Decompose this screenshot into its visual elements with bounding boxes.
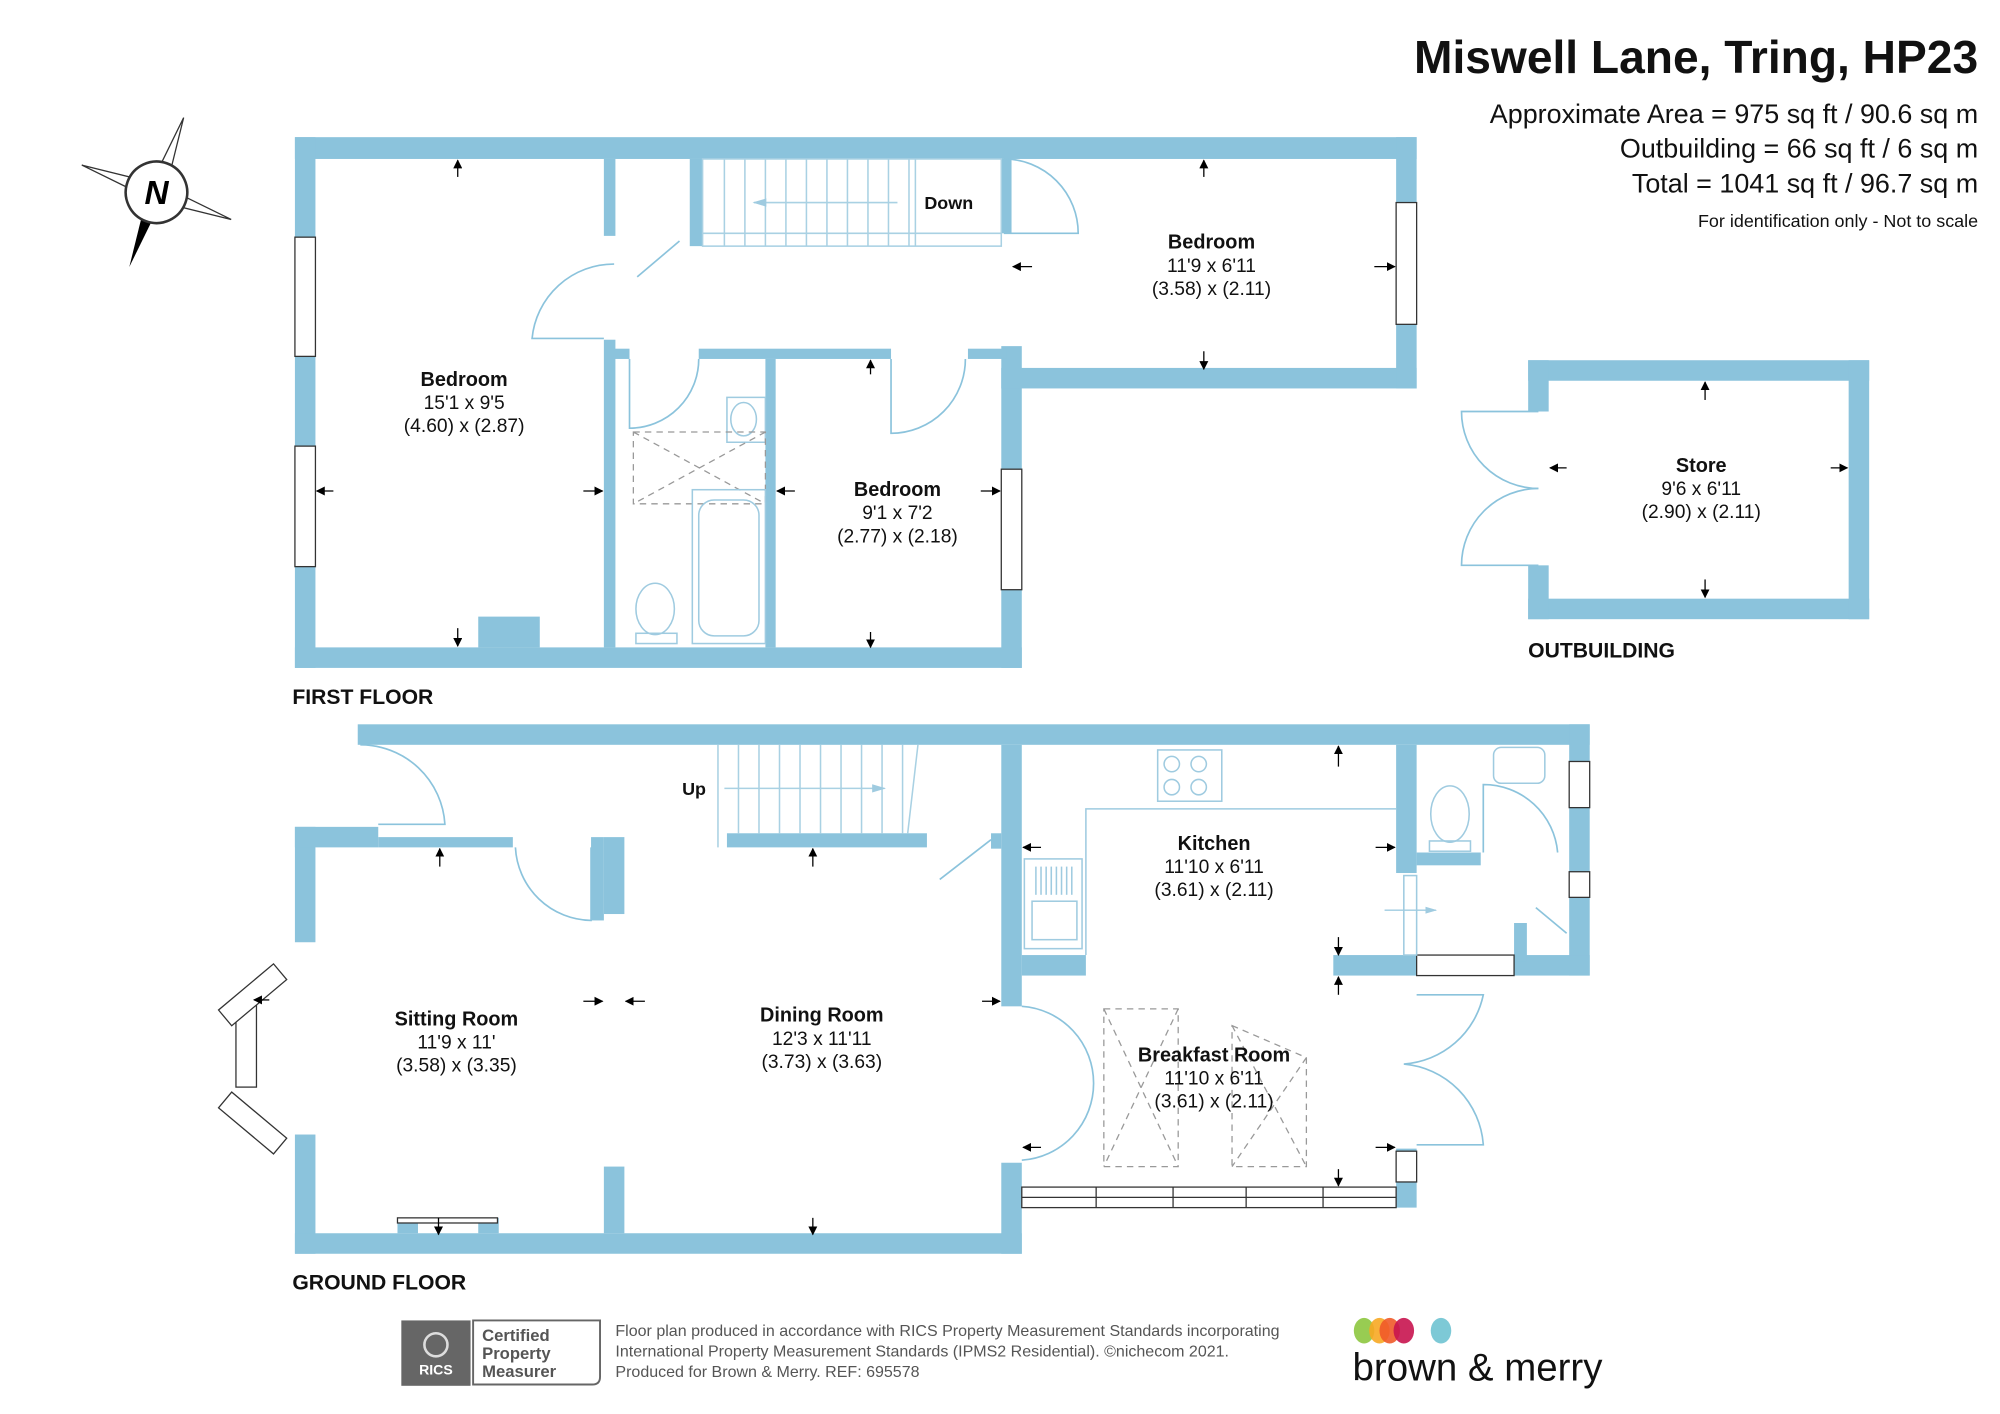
text-label: 11'9 x 6'11 [1167, 256, 1256, 277]
text-label: Store [1676, 455, 1727, 477]
compass-icon: N [81, 117, 232, 267]
text-label: (2.90) x (2.11) [1642, 502, 1761, 523]
rics-logo-text: RICS [419, 1361, 453, 1377]
room-label-kitchen: Kitchen 11'10 x 6'11 (3.61) x (2.11) [1154, 833, 1273, 901]
staircase [701, 158, 1003, 247]
first-floor-label: FIRST FLOOR [292, 686, 433, 709]
text-label: 11'10 x 6'11 [1164, 857, 1264, 878]
stair-down-label: Down [924, 193, 973, 213]
brand-dot-icon [1430, 1317, 1452, 1344]
disclaimer: For identification only - Not to scale [1698, 211, 1978, 231]
text-label: Kitchen [1178, 833, 1251, 855]
brand-dot-icon [1379, 1317, 1400, 1344]
text-label: Certified [482, 1326, 550, 1345]
dimension-arrows [253, 159, 1849, 1236]
text-label: Breakfast Room [1138, 1044, 1290, 1066]
footer-line-1: Floor plan produced in accordance with R… [615, 1322, 1279, 1340]
compass-north-label: N [144, 175, 169, 212]
room-label-breakfast-room: Breakfast Room 11'10 x 6'11 (3.61) x (2.… [1138, 1044, 1290, 1112]
footer-line-2: International Property Measurement Stand… [615, 1342, 1229, 1360]
rics-badge: RICS Certified Property Measurer [401, 1319, 601, 1386]
footer: RICS Certified Property Measurer Floor p… [401, 1317, 1604, 1390]
brand-dot-icon [1353, 1317, 1375, 1344]
breakfast-room-window-strip [1021, 1186, 1397, 1209]
outbuilding-area: Outbuilding = 66 sq ft / 6 sq m [1620, 134, 1978, 164]
text-label: Dining Room [760, 1005, 884, 1027]
text-label: 9'6 x 6'11 [1661, 479, 1741, 500]
text-label: (3.73) x (3.63) [761, 1052, 882, 1073]
text-label: 9'1 x 7'2 [862, 503, 932, 524]
text-label: (4.60) x (2.87) [404, 416, 525, 437]
ground-floor-plan: Up Sitting Room 11'9 x 11' (3.58) x (3.3… [217, 724, 1591, 1295]
first-floor-plan: Down FIRST FLOOR Bedroom 15'1 x 9'5 (4.6… [292, 137, 1418, 709]
text-label: 15'1 x 9'5 [424, 393, 505, 414]
text-label: (3.61) x (2.11) [1154, 880, 1273, 901]
kitchen-fixtures [1023, 746, 1546, 1168]
text-label: 11'10 x 6'11 [1164, 1069, 1264, 1090]
text-label: 12'3 x 11'11 [772, 1029, 872, 1050]
text-label: Bedroom [421, 369, 508, 391]
room-label-bedroom-3: Bedroom 11'9 x 6'11 (3.58) x (2.11) [1152, 232, 1271, 300]
text-label: (3.58) x (2.11) [1152, 279, 1271, 300]
room-label-store: Store 9'6 x 6'11 (2.90) x (2.11) [1642, 455, 1761, 523]
header: Miswell Lane, Tring, HP23 Approximate Ar… [1414, 31, 1978, 231]
property-title: Miswell Lane, Tring, HP23 [1414, 31, 1978, 83]
bathroom-fixtures [632, 396, 767, 645]
outbuilding-label: OUTBUILDING [1528, 640, 1675, 663]
total-area: Total = 1041 sq ft / 96.7 sq m [1632, 168, 1978, 198]
approximate-area: Approximate Area = 975 sq ft / 90.6 sq m [1490, 99, 1978, 129]
text-label: Bedroom [854, 479, 941, 501]
rics-lion-icon [423, 1331, 449, 1358]
staircase [717, 744, 919, 848]
text-label: (3.58) x (3.35) [396, 1056, 517, 1077]
outbuilding-plan: Store 9'6 x 6'11 (2.90) x (2.11) OUTBUIL… [1460, 360, 1870, 663]
stair-up-label: Up [682, 779, 706, 799]
text-label: Measurer [482, 1362, 557, 1381]
room-label-sitting-room: Sitting Room 11'9 x 11' (3.58) x (3.35) [395, 1009, 519, 1077]
brand-dot-icon [1393, 1317, 1415, 1344]
room-label-bedroom-2: Bedroom 9'1 x 7'2 (2.77) x (2.18) [837, 479, 958, 547]
text-label: Bedroom [1168, 232, 1255, 254]
ground-floor-label: GROUND FLOOR [292, 1272, 466, 1295]
text-label: (3.61) x (2.11) [1154, 1092, 1273, 1113]
brand-name: brown & merry [1353, 1347, 1604, 1390]
footer-line-3: Produced for Brown & Merry. REF: 695578 [615, 1363, 919, 1381]
text-label: (2.77) x (2.18) [837, 526, 958, 547]
text-label: 11'9 x 11' [417, 1033, 495, 1054]
brand-logo: brown & merry [1353, 1317, 1604, 1390]
room-label-bedroom-1: Bedroom 15'1 x 9'5 (4.60) x (2.87) [404, 369, 525, 437]
room-label-dining-room: Dining Room 12'3 x 11'11 (3.73) x (3.63) [760, 1005, 884, 1073]
text-label: Property [482, 1344, 551, 1363]
text-label: Sitting Room [395, 1009, 519, 1031]
